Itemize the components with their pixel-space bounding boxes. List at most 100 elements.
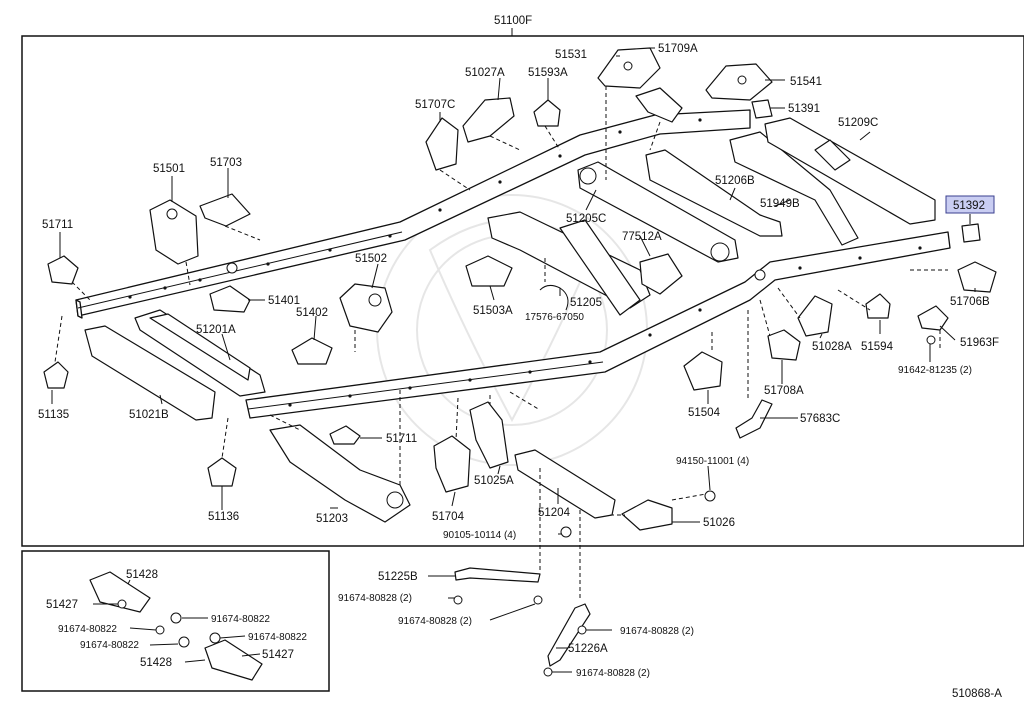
label-51703[interactable]: 51703 bbox=[210, 157, 242, 169]
bracket-57683C bbox=[735, 399, 773, 439]
label-51225B[interactable]: 51225B bbox=[378, 571, 418, 583]
label-90105-10114[interactable]: 90105-10114 (4) bbox=[443, 530, 516, 541]
bracket-51025A bbox=[469, 401, 509, 469]
bracket-51028A bbox=[797, 295, 833, 337]
bracket-51594 bbox=[865, 293, 891, 319]
bracket-77512A bbox=[639, 253, 683, 295]
label-51204[interactable]: 51204 bbox=[538, 507, 571, 519]
label-51502[interactable]: 51502 bbox=[355, 253, 387, 265]
label-91674-80828-b[interactable]: 91674-80828 (2) bbox=[398, 616, 472, 627]
bracket-51027A bbox=[462, 97, 515, 143]
label-91674-80828-a[interactable]: 91674-80828 (2) bbox=[338, 593, 412, 604]
bracket-51593A bbox=[533, 99, 561, 127]
assembly-dash-lines bbox=[54, 86, 948, 600]
bracket-51135 bbox=[43, 361, 69, 389]
rail-holes bbox=[128, 118, 922, 407]
label-51206B[interactable]: 51206B bbox=[715, 175, 755, 187]
label-51392[interactable]: 51392 bbox=[953, 200, 985, 212]
label-51531[interactable]: 51531 bbox=[555, 49, 587, 61]
inset-panel-border bbox=[21, 550, 330, 692]
label-51708A[interactable]: 51708A bbox=[764, 385, 804, 397]
label-51203[interactable]: 51203 bbox=[316, 513, 348, 525]
bracket-51963F bbox=[917, 305, 949, 345]
bracket-51711-rear bbox=[329, 425, 361, 445]
label-51136[interactable]: 51136 bbox=[208, 511, 239, 523]
label-51541[interactable]: 51541 bbox=[790, 76, 822, 88]
label-51593A[interactable]: 51593A bbox=[528, 67, 568, 79]
bracket-51707C bbox=[425, 117, 459, 171]
label-51711-front[interactable]: 51711 bbox=[42, 219, 73, 231]
label-91674-80822-a[interactable]: 91674-80822 bbox=[211, 614, 270, 625]
block-51392 bbox=[961, 223, 981, 243]
inset-parts bbox=[89, 571, 263, 681]
label-51135[interactable]: 51135 bbox=[38, 409, 69, 421]
label-51707C[interactable]: 51707C bbox=[415, 99, 455, 111]
bracket-51504 bbox=[683, 351, 723, 391]
label-51226A[interactable]: 51226A bbox=[568, 643, 608, 655]
label-51711-rear[interactable]: 51711 bbox=[386, 433, 417, 445]
crossmember-51206B bbox=[645, 149, 783, 237]
label-51402[interactable]: 51402 bbox=[296, 307, 328, 319]
label-51401[interactable]: 51401 bbox=[268, 295, 300, 307]
label-57683C[interactable]: 57683C bbox=[800, 413, 840, 425]
bracket-51136 bbox=[207, 457, 237, 487]
label-51209C[interactable]: 51209C bbox=[838, 117, 878, 129]
label-51028A[interactable]: 51028A bbox=[812, 341, 852, 353]
label-77512A[interactable]: 77512A bbox=[622, 231, 662, 243]
crossmember-51021B bbox=[84, 325, 216, 421]
label-51025A[interactable]: 51025A bbox=[474, 475, 514, 487]
label-51963F[interactable]: 51963F bbox=[960, 337, 999, 349]
block-51391 bbox=[751, 99, 773, 119]
label-51427-upper[interactable]: 51427 bbox=[46, 599, 78, 611]
bracket-51503A bbox=[465, 255, 513, 287]
label-51503A[interactable]: 51503A bbox=[473, 305, 513, 317]
label-51391[interactable]: 51391 bbox=[788, 103, 820, 115]
frame-left-rail bbox=[75, 109, 751, 319]
label-51704[interactable]: 51704 bbox=[432, 511, 465, 523]
bolt-94150-11001 bbox=[704, 490, 716, 502]
part-labels: 51100F 51531 51709A 51027A 51593A 51541 … bbox=[38, 15, 1002, 700]
label-91674-80822-d[interactable]: 91674-80822 bbox=[80, 640, 139, 651]
leader-lines bbox=[51, 47, 976, 535]
frame-right-rail bbox=[245, 231, 951, 419]
crossmember-51205C bbox=[577, 161, 739, 263]
label-51949B[interactable]: 51949B bbox=[760, 198, 800, 210]
label-51026[interactable]: 51026 bbox=[703, 517, 735, 529]
bracket-51706B bbox=[957, 261, 997, 293]
label-51706B[interactable]: 51706B bbox=[950, 296, 990, 308]
label-17576-67050[interactable]: 17576-67050 bbox=[525, 312, 584, 323]
label-91642-81235[interactable]: 91642-81235 (2) bbox=[898, 365, 972, 376]
bracket-51401 bbox=[209, 285, 251, 313]
label-91674-80822-c[interactable]: 91674-80822 bbox=[248, 632, 307, 643]
label-51021B[interactable]: 51021B bbox=[129, 409, 169, 421]
bracket-51704 bbox=[433, 435, 471, 493]
bracket-51703 bbox=[199, 193, 251, 227]
label-51428-upper[interactable]: 51428 bbox=[126, 569, 158, 581]
main-frame-border bbox=[21, 35, 1024, 547]
label-91674-80828-c[interactable]: 91674-80828 (2) bbox=[620, 626, 694, 637]
label-51027A[interactable]: 51027A bbox=[465, 67, 505, 79]
bracket-51541 bbox=[705, 63, 773, 101]
part-51392-highlight[interactable] bbox=[945, 195, 995, 214]
label-51205[interactable]: 51205 bbox=[570, 297, 602, 309]
label-91674-80828-d[interactable]: 91674-80828 (2) bbox=[576, 668, 650, 679]
bolt-90105-10114 bbox=[560, 526, 572, 538]
bracket-51501 bbox=[149, 199, 199, 265]
hose-17576-67050 bbox=[539, 284, 569, 311]
label-94150-11001[interactable]: 94150-11001 (4) bbox=[676, 456, 749, 467]
label-51709A[interactable]: 51709A bbox=[658, 43, 698, 55]
label-51100F[interactable]: 51100F bbox=[494, 15, 532, 27]
label-51205C[interactable]: 51205C bbox=[566, 213, 606, 225]
crossmember-51205 bbox=[487, 211, 651, 316]
label-51427-lower[interactable]: 51427 bbox=[262, 649, 294, 661]
label-51501[interactable]: 51501 bbox=[153, 163, 185, 175]
label-51201A[interactable]: 51201A bbox=[196, 324, 236, 336]
label-51428-lower[interactable]: 51428 bbox=[140, 657, 172, 669]
label-51504[interactable]: 51504 bbox=[688, 407, 721, 419]
label-51594[interactable]: 51594 bbox=[861, 341, 894, 353]
crossmember-51209C bbox=[764, 117, 936, 225]
crossmember-51203 bbox=[269, 424, 411, 523]
crossmember-51201A bbox=[134, 309, 266, 397]
bracket-51709A bbox=[635, 87, 683, 123]
label-91674-80822-b[interactable]: 91674-80822 bbox=[58, 624, 117, 635]
